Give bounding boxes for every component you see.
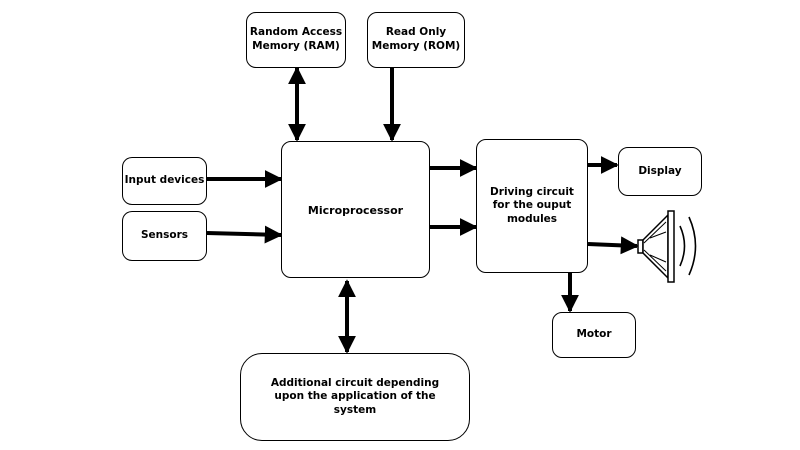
rom-block: Read Only Memory (ROM)	[367, 12, 465, 68]
microprocessor-block: Microprocessor	[281, 141, 430, 278]
driving-circuit-label: Driving circuit for the ouput modules	[490, 185, 574, 225]
display-block: Display	[618, 147, 702, 196]
ram-block: Random Access Memory (RAM)	[246, 12, 346, 68]
sensors-block: Sensors	[122, 211, 207, 261]
rom-label: Read Only Memory (ROM)	[371, 26, 461, 52]
additional-circuit-block: Additional circuit depending upon the ap…	[240, 353, 470, 441]
ram-label: Random Access Memory (RAM)	[249, 26, 343, 52]
display-label: Display	[638, 164, 682, 177]
motor-label: Motor	[576, 328, 612, 341]
motor-block: Motor	[552, 312, 636, 358]
microprocessor-label: Microprocessor	[307, 204, 404, 217]
input-devices-block: Input devices	[122, 157, 207, 205]
additional-circuit-label: Additional circuit depending upon the ap…	[270, 376, 440, 416]
sensors-label: Sensors	[140, 229, 189, 242]
driving-circuit-block: Driving circuit for the ouput modules	[476, 139, 588, 273]
input-devices-label: Input devices	[124, 174, 205, 187]
speaker-icon	[637, 210, 697, 283]
sensors-micro-arrow	[206, 225, 283, 244]
driver-speaker-arrow	[587, 236, 639, 255]
